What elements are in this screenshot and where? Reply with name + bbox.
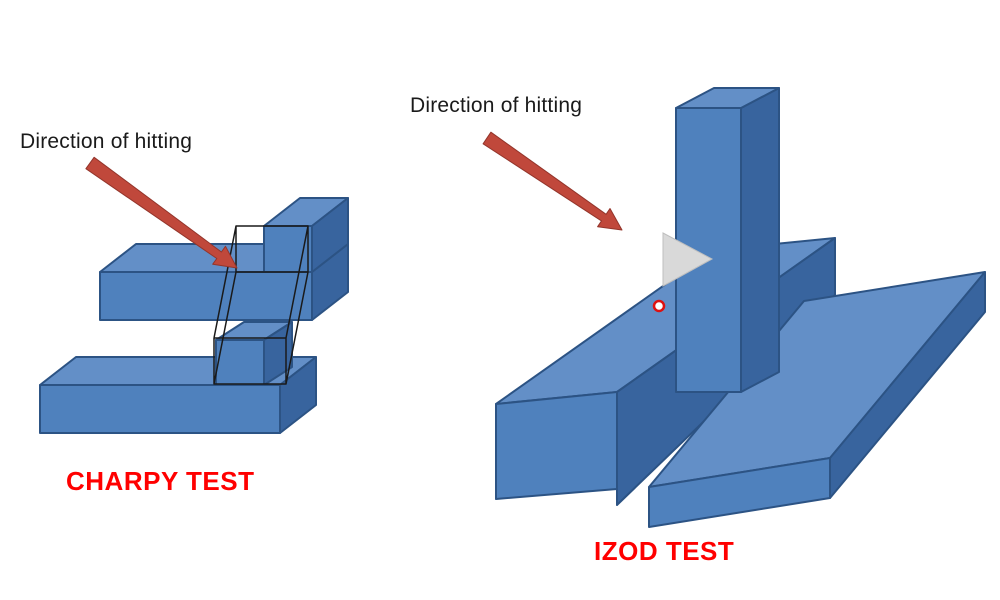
charpy-lower-bar-front-face bbox=[39, 384, 281, 434]
izod-hammer-pointer-icon bbox=[662, 232, 714, 287]
charpy-direction-arrow-icon bbox=[85, 156, 238, 269]
charpy-direction-of-hitting-label: Direction of hitting bbox=[20, 130, 193, 153]
charpy-test-caption: CHARPY TEST bbox=[66, 466, 255, 496]
izod-right-block-front-face bbox=[648, 457, 831, 528]
izod-specimen-bar bbox=[675, 87, 780, 393]
izod-diagram bbox=[482, 87, 986, 528]
izod-right-block bbox=[648, 271, 986, 528]
charpy-diagram bbox=[39, 156, 349, 434]
izod-specimen-side-face bbox=[740, 87, 780, 393]
charpy-upper-cube-front-face bbox=[263, 225, 313, 273]
izod-notch-marker-icon bbox=[652, 299, 666, 313]
izod-specimen-front-face bbox=[675, 107, 742, 393]
izod-left-block-front-face bbox=[495, 391, 618, 500]
charpy-upper-bar-front-face bbox=[99, 271, 313, 321]
charpy-lower-cube-front-face bbox=[215, 339, 265, 386]
izod-direction-arrow-icon bbox=[482, 131, 623, 231]
charpy-specimen-wireframe bbox=[213, 225, 309, 385]
izod-test-caption: IZOD TEST bbox=[594, 536, 735, 566]
charpy-upper-cube bbox=[263, 197, 349, 273]
izod-direction-of-hitting-label: Direction of hitting bbox=[410, 94, 583, 117]
